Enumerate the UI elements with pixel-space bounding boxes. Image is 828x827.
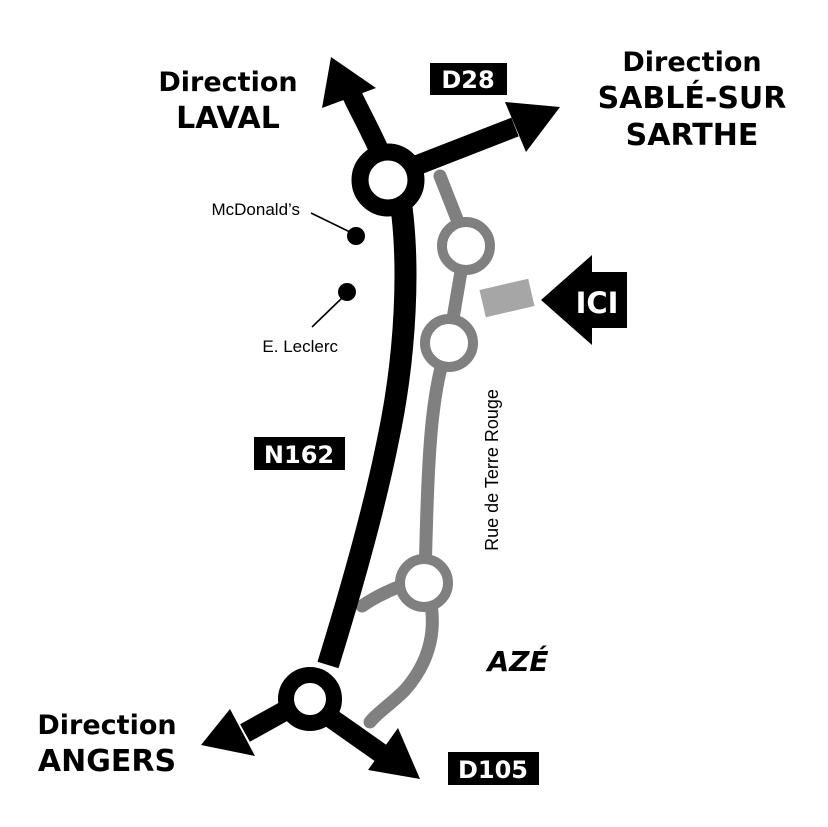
direction-angers-line1: Direction xyxy=(37,710,176,741)
destination-building xyxy=(479,278,535,318)
direction-laval: Direction LAVAL xyxy=(158,67,297,136)
ici-marker: ICI xyxy=(541,255,627,345)
n162-shield: N162 xyxy=(254,437,345,470)
direction-sable-line3: SARTHE xyxy=(626,118,759,153)
direction-sable: Direction SABLÉ-SUR SARTHE xyxy=(598,47,787,153)
roundabout-upper xyxy=(437,217,495,275)
mcdonalds-label: McDonald’s xyxy=(211,200,300,219)
d105-shield: D105 xyxy=(448,752,539,785)
roundabout-north xyxy=(351,143,425,217)
rue-de-terre-rouge-road xyxy=(418,335,456,585)
ici-label: ICI xyxy=(576,286,619,320)
roundabout-lower xyxy=(395,554,453,612)
direction-sable-line1: Direction xyxy=(622,47,761,78)
direction-angers: Direction ANGERS xyxy=(37,710,176,779)
direction-sable-line2: SABLÉ-SUR xyxy=(598,80,787,116)
main-roads xyxy=(240,90,519,763)
mcdonalds-marker-icon xyxy=(347,227,365,245)
direction-laval-line2: LAVAL xyxy=(176,101,280,136)
d105-label: D105 xyxy=(458,756,528,784)
arrow-sable-icon xyxy=(505,102,560,152)
road-to-sable xyxy=(411,117,519,176)
road-to-laval xyxy=(342,90,388,153)
direction-laval-line1: Direction xyxy=(158,67,297,98)
leclerc-label: E. Leclerc xyxy=(262,337,338,356)
roundabout-middle xyxy=(420,314,478,372)
aze-label: AZÉ xyxy=(485,644,548,678)
n162-label: N162 xyxy=(264,441,334,469)
arrow-laval-icon xyxy=(322,57,376,108)
leclerc-leader-line xyxy=(311,297,343,328)
road-to-d105 xyxy=(322,707,388,763)
ici-arrow-icon xyxy=(541,255,627,345)
roundabout-south xyxy=(278,667,342,731)
n162-road xyxy=(317,182,417,669)
direction-angers-line2: ANGERS xyxy=(38,744,176,779)
arrow-d105-icon xyxy=(368,728,420,779)
arrow-angers-icon xyxy=(201,709,255,756)
d28-shield: D28 xyxy=(430,63,507,95)
leclerc-marker-icon xyxy=(338,283,356,301)
mcdonalds-leader-line xyxy=(310,212,353,234)
d28-label: D28 xyxy=(441,66,494,94)
rue-de-terre-rouge-label: Rue de Terre Rouge xyxy=(482,389,502,551)
